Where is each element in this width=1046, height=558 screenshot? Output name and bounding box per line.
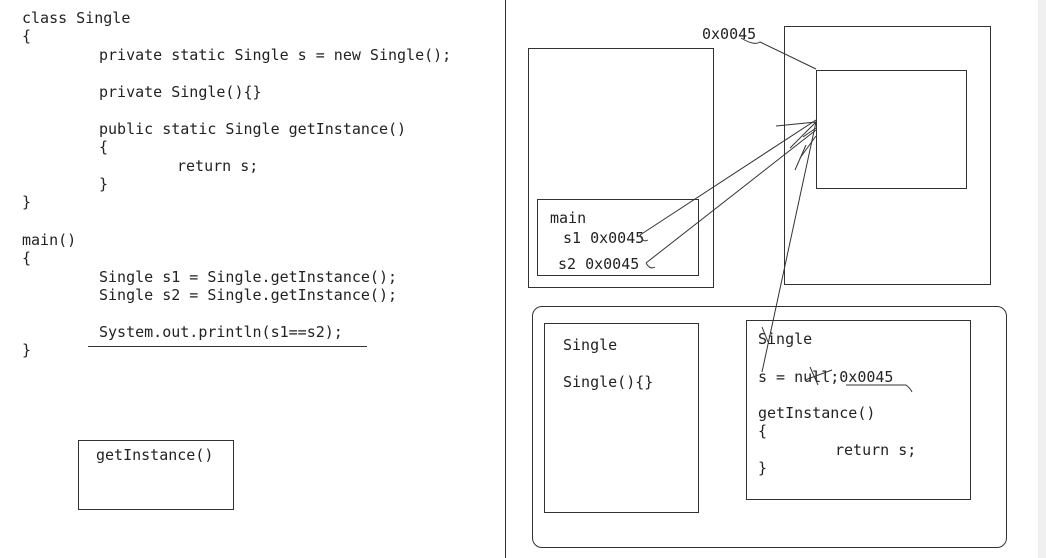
main-frame-box: main s1 0x0045 s2 0x0045 bbox=[537, 199, 699, 276]
s2-reference: s2 0x0045 bbox=[558, 255, 640, 273]
arrowhead-stroke-3 bbox=[799, 135, 817, 159]
arrowhead-stroke-4 bbox=[802, 127, 817, 138]
single-object-box bbox=[816, 70, 967, 189]
s1-assignment-line: Single s1 = Single.getInstance(); bbox=[99, 268, 398, 286]
method-area-left-title: Single bbox=[563, 336, 618, 354]
single-title-mark bbox=[761, 326, 769, 343]
static-field-address: ;0x0045 bbox=[830, 368, 894, 386]
get-instance-frame-box: getInstance() bbox=[78, 440, 234, 510]
get-instance-declaration: public static Single getInstance() bbox=[99, 120, 407, 138]
method-area-left-constructor: Single(){} bbox=[563, 373, 654, 391]
address-leader-line bbox=[740, 37, 817, 70]
class-close-brace: } bbox=[22, 193, 32, 211]
field-address-underline bbox=[846, 384, 913, 393]
s1-reference: s1 0x0045 bbox=[563, 229, 645, 247]
s1-arrow-line bbox=[639, 119, 817, 236]
s2-assignment-line: Single s2 = Single.getInstance(); bbox=[99, 286, 398, 304]
arrowhead-stroke-1 bbox=[775, 121, 817, 127]
println-line: System.out.println(s1==s2); bbox=[99, 323, 343, 341]
main-open-brace: { bbox=[22, 249, 32, 267]
single-class-box-left: Single Single(){} bbox=[544, 323, 699, 513]
page-scrollbar[interactable] bbox=[1038, 0, 1046, 558]
method-close-brace: } bbox=[99, 175, 109, 193]
class-open-brace: { bbox=[22, 27, 32, 45]
s2-arrow-line bbox=[645, 129, 817, 264]
static-field-s-prefix: s = bbox=[758, 368, 795, 386]
method-area-return: return s; bbox=[835, 441, 917, 459]
method-area-right-title: Single bbox=[758, 330, 813, 348]
method-area-box bbox=[532, 306, 1007, 548]
println-underline bbox=[88, 346, 367, 347]
static-field-line: private static Single s = new Single(); bbox=[99, 46, 452, 64]
method-open-brace: { bbox=[99, 138, 109, 156]
main-close-brace: } bbox=[22, 341, 32, 359]
return-statement: return s; bbox=[177, 157, 259, 175]
s2-underline bbox=[645, 262, 656, 269]
static-field-arrow-line bbox=[761, 121, 817, 373]
private-constructor-line: private Single(){} bbox=[99, 83, 262, 101]
static-field-s: s = null;0x0045 bbox=[758, 368, 893, 386]
null-strikethrough bbox=[804, 369, 833, 381]
stack-area-box bbox=[528, 48, 714, 288]
main-declaration: main() bbox=[22, 231, 77, 249]
arrowhead-stroke-2 bbox=[789, 121, 817, 149]
get-instance-frame-label: getInstance() bbox=[96, 446, 214, 464]
single-class-box-right: Single s = null;0x0045 getInstance() { r… bbox=[746, 320, 971, 500]
arrowhead-stroke-5 bbox=[794, 144, 807, 171]
class-declaration: class Single bbox=[22, 9, 131, 27]
method-area-open-brace: { bbox=[758, 422, 768, 440]
method-area-get-instance: getInstance() bbox=[758, 404, 876, 422]
main-frame-title: main bbox=[550, 209, 587, 227]
null-strike-mark bbox=[809, 366, 819, 386]
method-area-close-brace: } bbox=[758, 459, 768, 477]
panel-divider bbox=[505, 0, 506, 558]
s1-underline bbox=[639, 234, 649, 242]
heap-area-box bbox=[784, 26, 991, 285]
